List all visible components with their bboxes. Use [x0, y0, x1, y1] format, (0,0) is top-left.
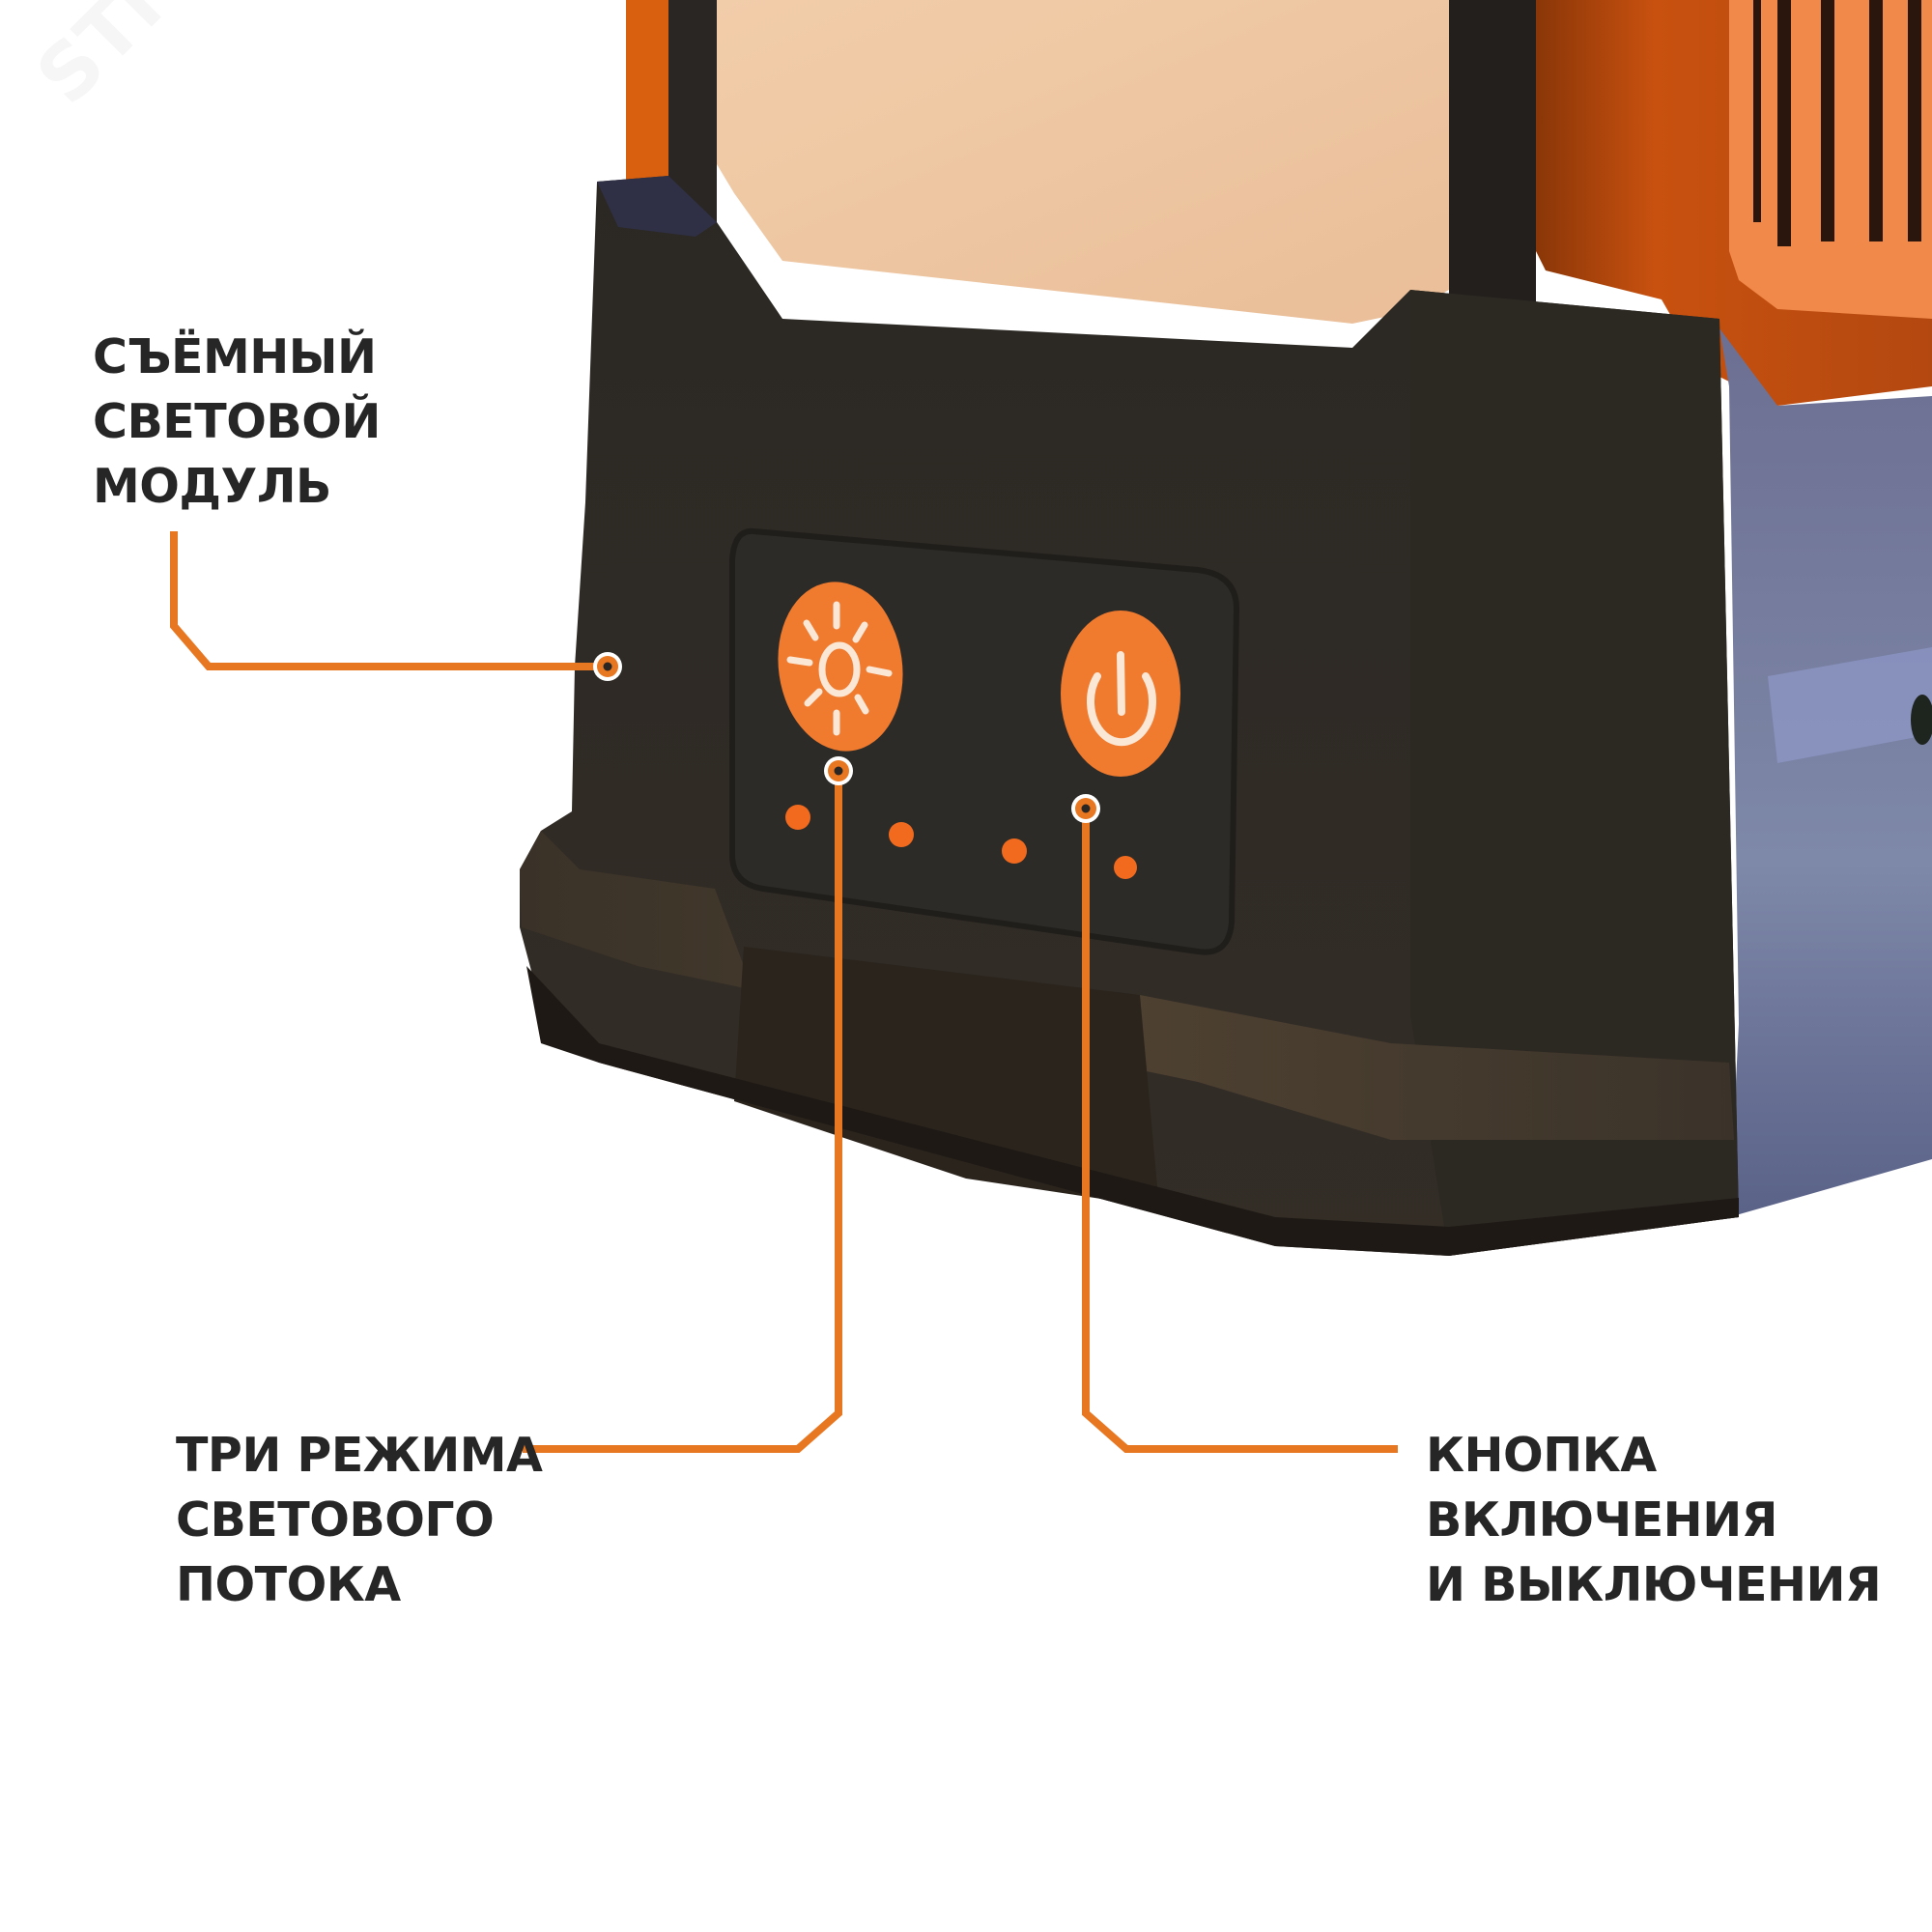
label-line: КНОПКА	[1426, 1428, 1657, 1483]
led-2	[889, 822, 914, 847]
callout-label-power: КНОПКА ВКЛЮЧЕНИЯ И ВЫКЛЮЧЕНИЯ	[1426, 1423, 1882, 1617]
label-line: СЪЁМНЫЙ	[93, 329, 377, 384]
label-line: ТРИ РЕЖИМА	[176, 1428, 543, 1483]
callout-anchors	[593, 652, 1100, 823]
callout-line-light-modes	[523, 784, 842, 1453]
label-line: И ВЫКЛЮЧЕНИЯ	[1426, 1557, 1882, 1612]
anchor-dot-power	[1071, 794, 1100, 823]
label-line: МОДУЛЬ	[93, 459, 331, 514]
label-line: СВЕТОВОГО	[176, 1492, 495, 1548]
power-icon	[1087, 651, 1156, 747]
anchor-dot-light-module	[593, 652, 622, 681]
sun-icon	[786, 601, 893, 736]
callout-line-power	[1082, 822, 1398, 1453]
callout-line-light-module	[170, 531, 594, 670]
led-3	[1002, 838, 1027, 864]
light-module	[626, 0, 1932, 406]
side-panel	[1719, 328, 1932, 1217]
anchor-dot-light-modes	[824, 756, 853, 785]
indicator-leds	[785, 805, 1137, 879]
callout-label-light-modes: ТРИ РЕЖИМА СВЕТОВОГО ПОТОКА	[176, 1423, 543, 1617]
label-line: ВКЛЮЧЕНИЯ	[1426, 1492, 1777, 1548]
led-4	[1114, 856, 1137, 879]
label-line: ПОТОКА	[176, 1557, 401, 1612]
led-1	[785, 805, 810, 830]
callout-label-light-module: СЪЁМНЫЙ СВЕТОВОЙ МОДУЛЬ	[93, 325, 381, 519]
label-line: СВЕТОВОЙ	[93, 394, 381, 449]
